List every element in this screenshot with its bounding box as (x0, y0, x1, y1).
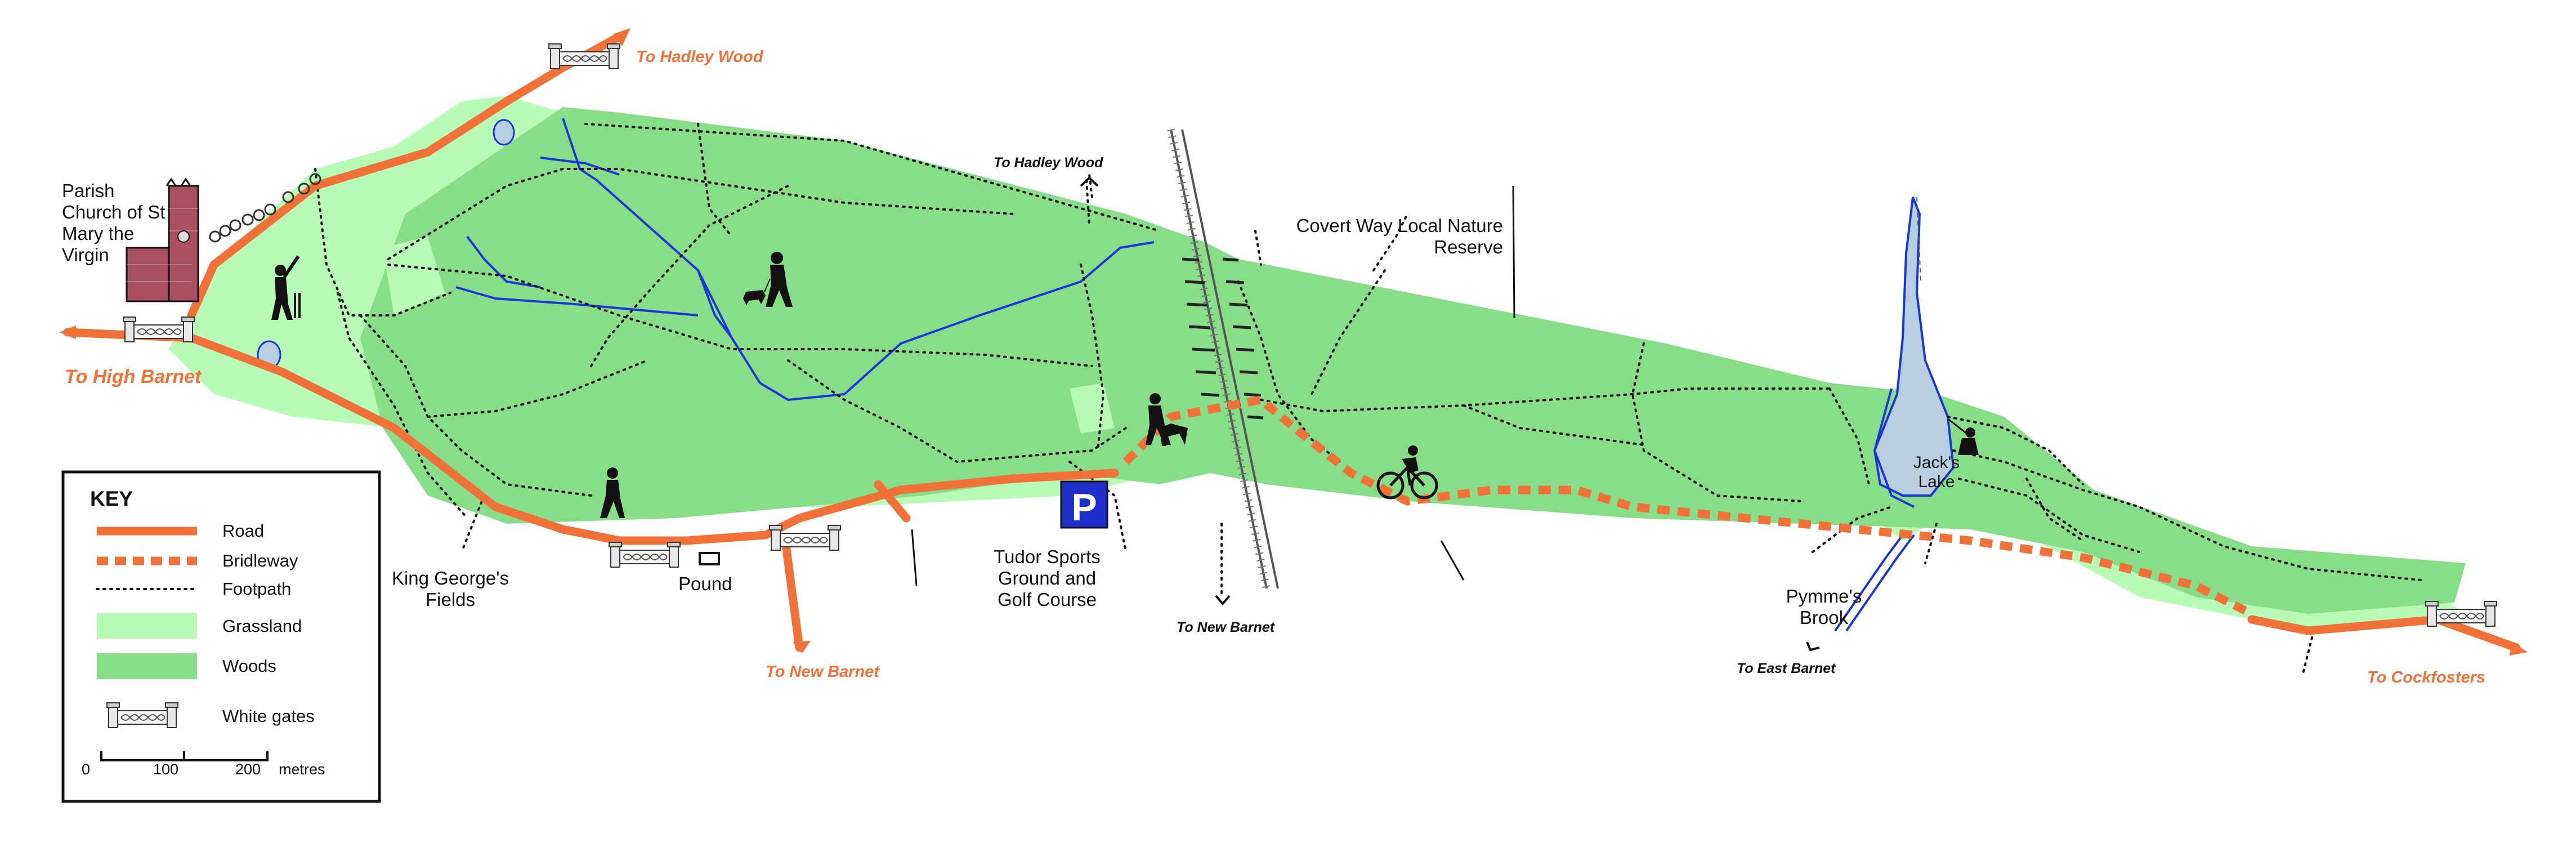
footpaths (314, 123, 2422, 677)
label-covert-way-box: Covert Way Local Nature Reserve (1296, 215, 1503, 257)
key-item-label: Bridleway (222, 551, 298, 570)
label-pound: Pound (678, 573, 732, 594)
cyclist-icon (1376, 445, 1438, 500)
key-item-label: Grassland (222, 616, 302, 636)
white-gate-icon (548, 43, 620, 69)
label-pymmes: Pymme's Brook (1786, 586, 1862, 628)
cricketer-icon (271, 255, 301, 320)
key-item-label: White gates (222, 706, 315, 726)
white-gate-icon (123, 316, 195, 342)
path-hadley-wood: To Hadley Wood (994, 155, 1103, 171)
angler-icon (1948, 418, 1979, 455)
scale-tick: 0 (82, 761, 90, 778)
parking-label: P (1071, 486, 1097, 529)
dog-walker-icon (743, 252, 793, 307)
rider-icon (1146, 393, 1188, 446)
label-tudor-box: Tudor Sports Ground and Golf Course (994, 546, 1101, 610)
white-gate-icon (609, 542, 681, 568)
white-gate-icon (2425, 601, 2497, 627)
lake-outline (1916, 197, 1921, 282)
label-pymmes-box: Pymme's Brook (1786, 586, 1862, 628)
woods-swatch-icon (97, 653, 197, 679)
scale-unit: metres (279, 761, 325, 778)
map-key: KEY Road Bridleway Footpath Grassland Wo… (61, 470, 381, 803)
label-king-georges: King George's Fields (391, 568, 509, 610)
path-arrows (1080, 176, 1820, 652)
lake (1873, 197, 1955, 497)
pond (493, 119, 515, 146)
label-king-georges-box: King George's Fields (391, 568, 509, 610)
dest-new-barnet: To New Barnet (766, 663, 880, 681)
walker-icon (600, 467, 625, 518)
scale-tick: 200 (235, 761, 261, 778)
white-gate-icon (769, 525, 841, 551)
streams (455, 118, 1915, 632)
dest-high-barnet: To High Barnet (65, 366, 202, 387)
bridleway (1122, 395, 2254, 618)
road-arrowheads (59, 28, 2528, 656)
grassland-area (1070, 383, 1115, 434)
railway (1167, 128, 1279, 590)
label-jacks-lake-box: Jack's Lake (1913, 453, 1960, 491)
label-church-box: Parish Church of St Mary the Virgin (62, 180, 166, 265)
path-new-barnet: To New Barnet (1177, 619, 1276, 635)
parking-sign: P (1060, 480, 1108, 529)
key-title: KEY (90, 487, 133, 510)
label-tudor: Tudor Sports Ground and Golf Course (994, 546, 1101, 610)
grassland-swatch-icon (97, 613, 197, 639)
label-covert-way: Covert Way Local Nature Reserve (1296, 215, 1503, 257)
tree-icons (209, 173, 321, 243)
woods-area (360, 107, 2466, 614)
label-church: Parish Church of St Mary the Virgin (62, 180, 166, 265)
grassland-area (383, 237, 445, 315)
leader-lines (911, 185, 1515, 586)
scale-bar (100, 751, 269, 761)
path-east-barnet: To East Barnet (1737, 661, 1836, 676)
key-item-label: Road (222, 521, 264, 541)
key-item-label: Woods (222, 656, 276, 676)
dest-cockfosters: To Cockfosters (2367, 668, 2485, 686)
scale-tick: 100 (153, 761, 178, 778)
label-jacks-lake: Jack's Lake (1913, 453, 1960, 491)
church-icon (126, 177, 199, 302)
dest-hadley-wood-text: To Hadley Wood (636, 48, 764, 66)
embankment (1182, 257, 1264, 420)
pound-marker (699, 552, 720, 565)
key-item-label: Footpath (222, 579, 291, 599)
dest-hadley-wood: To Hadley Wood (636, 48, 764, 66)
